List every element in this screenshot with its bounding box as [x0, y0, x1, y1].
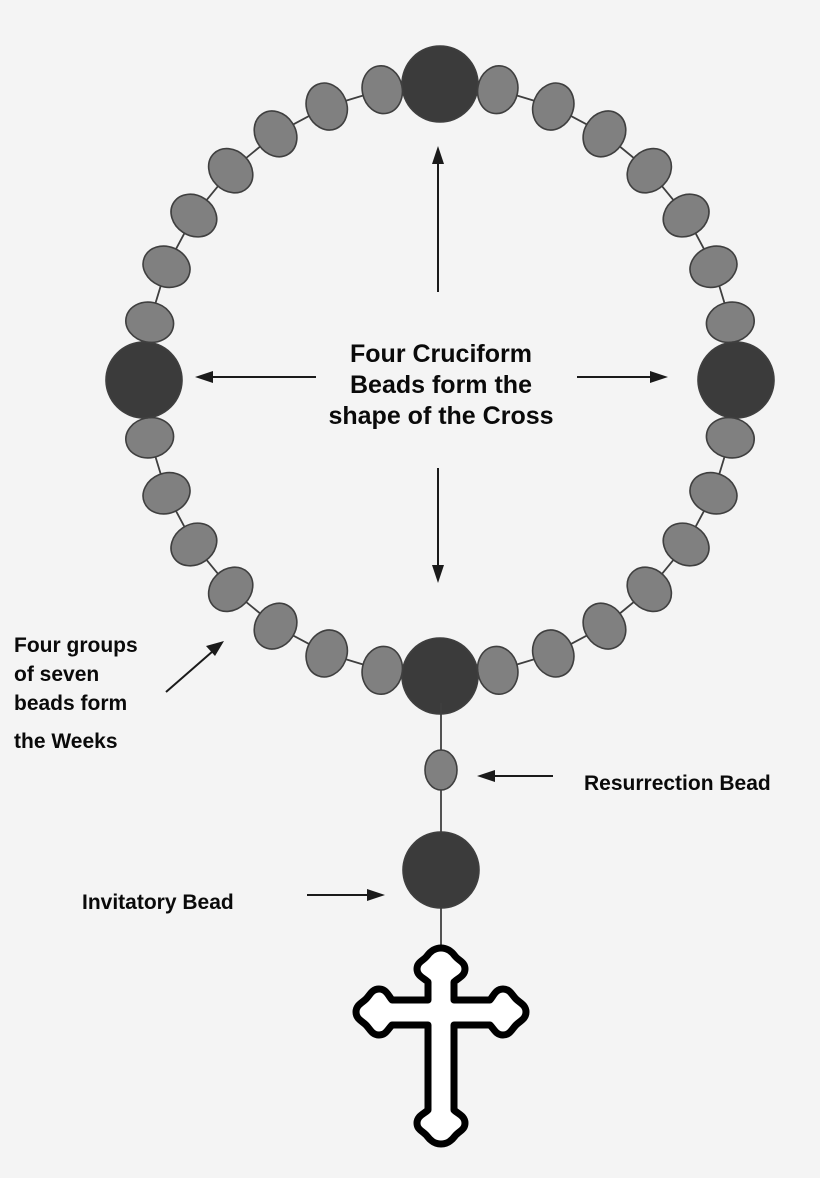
center-label-line-2: Beads form the	[350, 371, 532, 399]
week-bead	[253, 602, 298, 650]
week-bead	[142, 471, 191, 515]
arrow-up-head	[432, 146, 444, 164]
cruciform-bead-left	[105, 341, 183, 419]
week-bead	[361, 645, 404, 695]
center-arrows	[195, 146, 668, 583]
week-bead	[305, 82, 349, 131]
cruciform-bead-top	[401, 45, 479, 123]
weeks-label-line-2: of seven	[14, 663, 99, 686]
center-label-line-3: shape of the Cross	[328, 402, 553, 430]
week-bead	[253, 110, 298, 158]
weeks-label-line-3: beads form	[14, 692, 127, 715]
week-bead	[207, 566, 254, 613]
week-bead	[361, 65, 404, 115]
invitatory-bead	[402, 831, 480, 909]
week-bead	[662, 522, 710, 567]
arrow-invitatory-head	[367, 889, 385, 901]
week-bead	[170, 193, 218, 238]
week-bead	[476, 65, 519, 115]
arrow-down-head	[432, 565, 444, 583]
bead-layer	[105, 45, 775, 715]
weeks-arrow	[165, 641, 224, 693]
cross-icon	[352, 944, 530, 1148]
week-bead	[705, 416, 755, 459]
cruciform-bead-bottom	[401, 637, 479, 715]
cruciform-bead-right	[697, 341, 775, 419]
week-bead	[125, 301, 175, 344]
week-bead	[142, 245, 191, 289]
week-bead	[207, 147, 254, 194]
arrow-resurrection-head	[477, 770, 495, 782]
weeks-label-line-4: the Weeks	[14, 730, 118, 753]
week-bead	[662, 193, 710, 238]
week-bead	[626, 566, 673, 613]
resurrection-bead	[424, 749, 458, 791]
arrow-weeks-head	[206, 641, 224, 656]
weeks-label-line-1: Four groups	[14, 634, 138, 657]
week-bead	[689, 471, 738, 515]
week-bead	[582, 110, 627, 158]
invitatory-bead-label: Invitatory Bead	[82, 891, 234, 914]
week-bead	[531, 629, 575, 678]
weeks-label: Four groups of seven beads form the Week…	[14, 634, 138, 753]
center-label-line-1: Four Cruciform	[350, 340, 532, 368]
resurrection-bead-label: Resurrection Bead	[584, 772, 771, 795]
center-label: Four Cruciform Beads form the shape of t…	[328, 340, 553, 430]
arrow-left-head	[195, 371, 213, 383]
invitatory-arrow	[307, 889, 385, 901]
arrow-weeks-line	[165, 650, 214, 693]
arrow-right-head	[650, 371, 668, 383]
week-bead	[170, 522, 218, 567]
week-bead	[531, 82, 575, 131]
week-bead	[689, 245, 738, 289]
week-bead	[582, 602, 627, 650]
resurrection-arrow	[477, 770, 553, 782]
week-bead	[626, 147, 673, 194]
week-bead	[305, 629, 349, 678]
